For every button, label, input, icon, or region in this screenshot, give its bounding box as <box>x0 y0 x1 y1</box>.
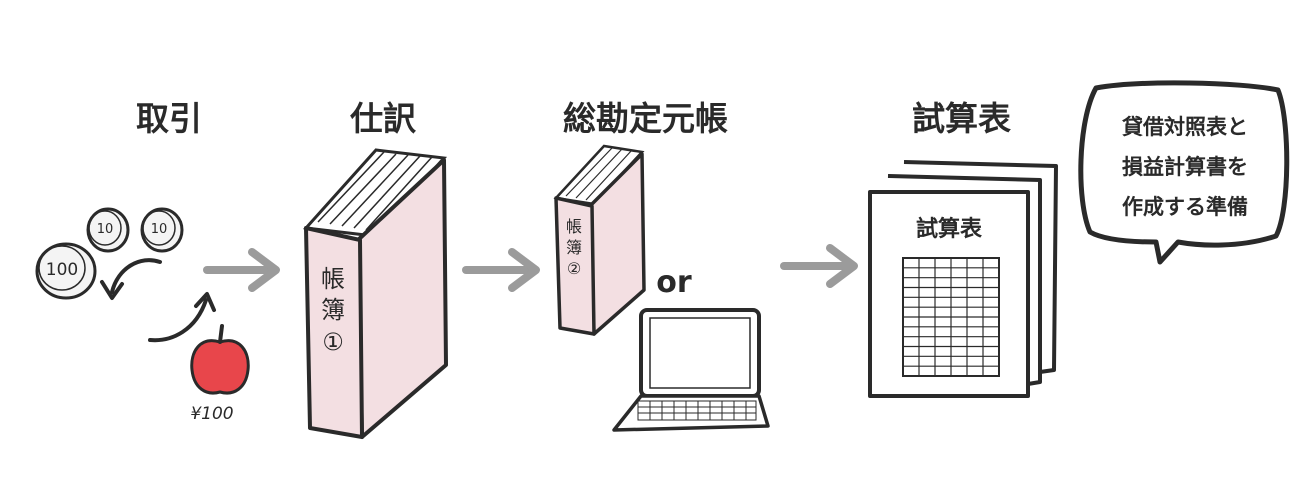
apple-icon <box>190 324 250 395</box>
sheet-title: 試算表 <box>916 216 983 242</box>
bubble-line: 貸借対照表と <box>1121 115 1248 139</box>
flow-arrow-icon <box>780 244 858 288</box>
coin-value-text: 10 <box>151 222 168 237</box>
spine-char: 簿 <box>321 296 345 324</box>
spine-char: ② <box>567 259 581 278</box>
spine-char: 簿 <box>566 238 582 257</box>
step-label-journal: 仕訳 <box>350 99 416 138</box>
coin-icon: 100 <box>35 242 97 300</box>
spine-char: ① <box>322 328 344 356</box>
step-label-transaction: 取引 <box>136 99 202 138</box>
coin-icon: 10 <box>86 207 130 253</box>
spine-char: 帳 <box>321 265 345 293</box>
bubble-line: 損益計算書を <box>1122 155 1248 179</box>
spine-char: 帳 <box>566 217 582 236</box>
trial-balance-table-grid <box>902 257 1000 377</box>
trial-balance-sheets-icon <box>868 160 1058 398</box>
step-label-general-ledger: 総勘定元帳 <box>563 99 728 138</box>
exchange-arrow-icon <box>148 292 216 343</box>
coin-value-text: 100 <box>46 260 78 280</box>
step-label-trial-balance: 試算表 <box>912 99 1011 138</box>
or-label: or <box>656 265 692 300</box>
price-label: ¥100 <box>190 404 233 424</box>
ledger-book-icon <box>553 144 646 336</box>
bubble-line: 作成する準備 <box>1122 195 1248 219</box>
coin-value-text: 10 <box>97 222 114 237</box>
flow-arrow-icon <box>462 248 540 292</box>
flow-arrow-icon <box>203 248 280 292</box>
laptop-icon <box>612 308 770 432</box>
exchange-arrow-icon <box>100 258 162 300</box>
speech-bubble <box>1078 80 1290 265</box>
coin-icon: 10 <box>140 207 184 253</box>
journal-book-icon <box>302 148 448 439</box>
